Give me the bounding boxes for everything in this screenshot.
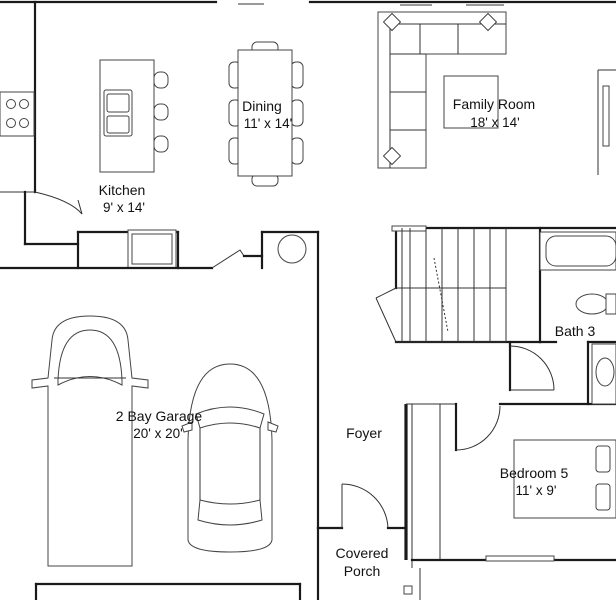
bed	[513, 439, 616, 519]
van	[31, 315, 149, 567]
bedroom5-name-label: Bedroom 5	[500, 465, 569, 481]
bath3-name-label: Bath 3	[555, 323, 596, 339]
garage-name-label: 2 Bay Garage	[116, 408, 203, 424]
family-room-name-label: Family Room	[453, 96, 535, 112]
family-room-size-label: 18' x 14'	[470, 115, 519, 130]
kitchen-size-label: 9' x 14'	[103, 200, 145, 215]
staircase	[375, 225, 507, 343]
sectional-sofa	[377, 11, 610, 169]
room-labels: Dining 11' x 14' Family Room 18' x 14' K…	[99, 96, 596, 579]
dining-size-label: 11' x 14'	[244, 116, 292, 131]
kitchen-name-label: Kitchen	[99, 182, 146, 198]
bedroom5-size-label: 11' x 9'	[516, 483, 557, 498]
covered-porch-label-line1: Covered	[336, 545, 389, 561]
kitchen-fixtures	[0, 59, 169, 173]
covered-porch-label-line2: Porch	[344, 563, 381, 579]
car	[181, 363, 279, 553]
garage-size-label: 20' x 20'	[133, 426, 182, 441]
dining-name-label: Dining	[242, 98, 282, 114]
bath-fixtures	[539, 231, 616, 405]
dining-table	[228, 41, 304, 187]
foyer-name-label: Foyer	[346, 425, 382, 441]
